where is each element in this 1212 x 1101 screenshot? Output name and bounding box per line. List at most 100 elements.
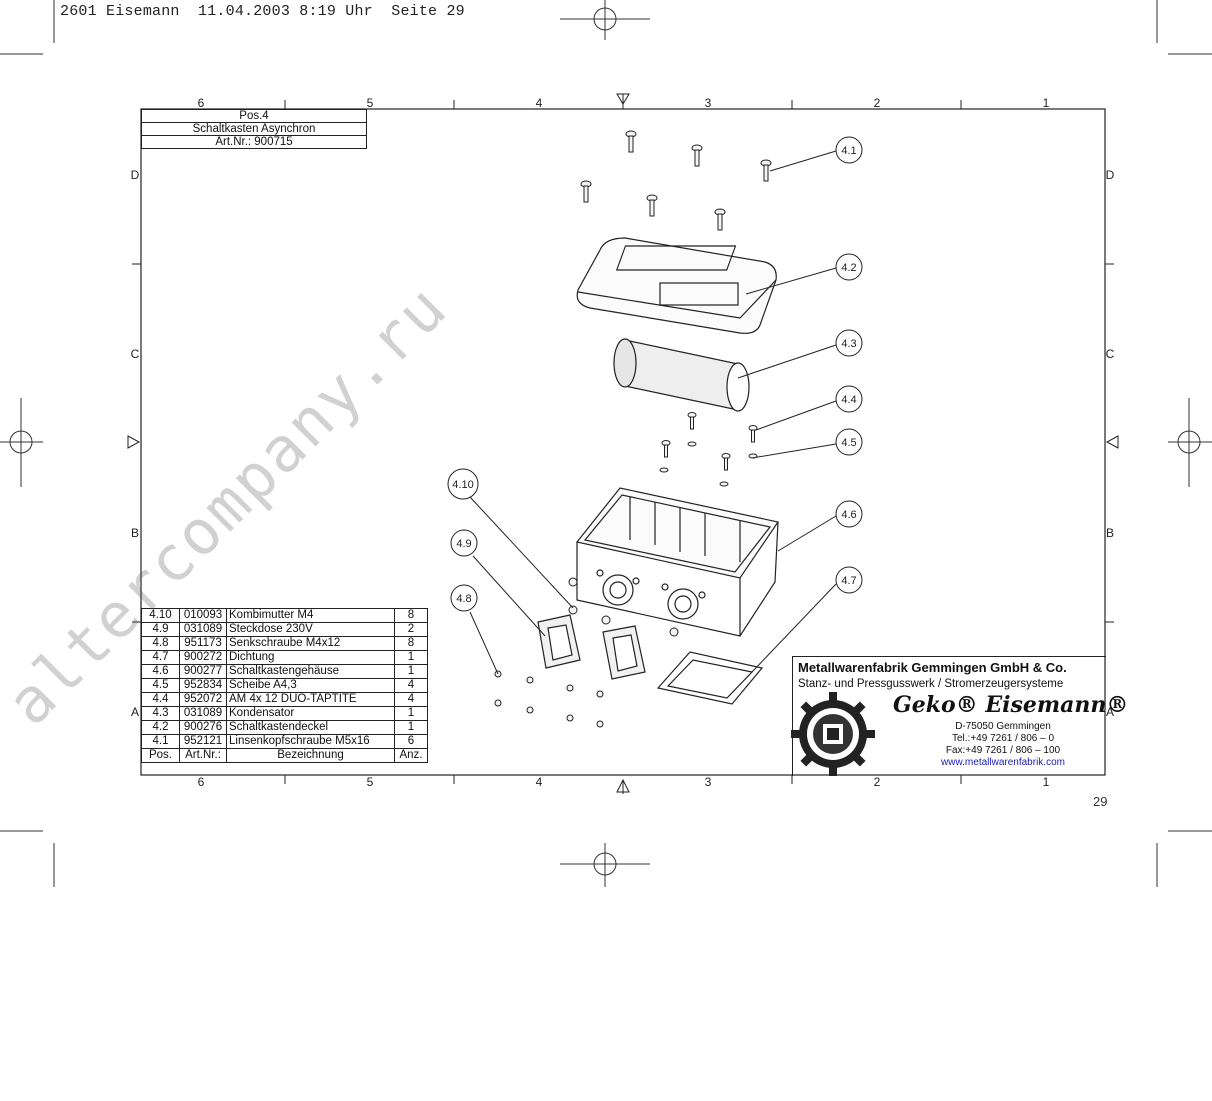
row-label-right: A [1106, 705, 1114, 719]
table-cell: 010093 [179, 608, 227, 623]
row-label-right: C [1106, 347, 1115, 361]
col-label-bottom: 6 [198, 775, 205, 789]
callout-4-5: 4.5 [841, 437, 856, 449]
table-cell: Schaltkastengehäuse [226, 664, 395, 679]
gear-logo-icon [791, 692, 875, 776]
table-cell: 4.3 [141, 706, 180, 721]
table-cell: 4.6 [141, 664, 180, 679]
website-link[interactable]: www.metallwarenfabrik.com [941, 757, 1065, 768]
table-cell: Scheibe A4,3 [226, 678, 395, 693]
manufacturer-name: Metallwarenfabrik Gemmingen GmbH & Co. [798, 660, 1067, 675]
row-label-left: A [131, 705, 139, 719]
table-cell: 4.4 [141, 692, 180, 707]
table-cell: 1 [394, 664, 428, 679]
table-cell: Pos. [141, 748, 180, 763]
manufacturer-subtitle: Stanz- und Pressgusswerk / Stromerzeuger… [798, 678, 1064, 690]
lid-4-2 [576, 237, 777, 334]
table-cell: 4 [394, 678, 428, 693]
callout-4-7: 4.7 [841, 575, 856, 587]
row-label-left: D [131, 168, 140, 182]
capacitor-4-3 [613, 338, 750, 412]
table-cell: 951173 [179, 636, 227, 651]
callout-circles [447, 136, 863, 612]
table-cell: AM 4x 12 DUO-TAPTITE [226, 692, 395, 707]
col-label-bottom: 1 [1043, 775, 1050, 789]
screws-4-8 [494, 577, 679, 728]
table-cell: 4 [394, 692, 428, 707]
col-label-bottom: 4 [536, 775, 543, 789]
table-cell: 4.1 [141, 734, 180, 749]
table-cell: 4.7 [141, 650, 180, 665]
col-label-top: 2 [874, 96, 881, 110]
table-cell: Senkschraube M4x12 [226, 636, 395, 651]
table-cell: Kondensator [226, 706, 395, 721]
col-label-top: 1 [1043, 96, 1050, 110]
title-article: Art.Nr.: 900715 [141, 135, 367, 149]
callout-4-3: 4.3 [841, 338, 856, 350]
address: D-75050 Gemmingen [955, 721, 1051, 732]
callout-4-9: 4.9 [456, 538, 471, 550]
screws-4-1 [580, 130, 772, 231]
row-label-left: C [131, 347, 140, 361]
callout-4-1: 4.1 [841, 145, 856, 157]
table-cell: 031089 [179, 622, 227, 637]
manufacturer-block: Metallwarenfabrik Gemmingen GmbH & Co. S… [792, 656, 1128, 776]
callout-labels: 4.1 4.2 4.3 4.4 4.5 4.6 4.7 4.8 4.9 4.10 [452, 145, 856, 605]
page-number: 29 [1093, 794, 1108, 809]
brand-logo: Geko® Eisemann® [893, 692, 1129, 718]
col-label-top: 3 [705, 96, 712, 110]
housing-4-6 [575, 487, 779, 637]
table-cell: 1 [394, 706, 428, 721]
table-cell: 4.8 [141, 636, 180, 651]
table-cell: Anz. [394, 748, 428, 763]
sockets-4-9 [537, 614, 646, 680]
table-cell: 2 [394, 622, 428, 637]
col-label-top: 5 [367, 96, 374, 110]
table-cell: Dichtung [226, 650, 395, 665]
callout-4-8: 4.8 [456, 593, 471, 605]
title-block: Pos.4 Schaltkasten Asynchron Art.Nr.: 90… [141, 109, 367, 149]
title-name: Schaltkasten Asynchron [141, 122, 367, 136]
table-cell: Kombimutter M4 [226, 608, 395, 623]
drawing-frame [127, 93, 1119, 794]
table-cell: 1 [394, 650, 428, 665]
frame-labels: 6 5 4 3 2 1 6 5 4 3 2 1 D C B A D C B A [131, 96, 1115, 789]
col-label-top: 6 [198, 96, 205, 110]
print-header: 2601 Eisemann 11.04.2003 8:19 Uhr Seite … [60, 3, 465, 20]
table-cell: 4.2 [141, 720, 180, 735]
table-cell: 1 [394, 720, 428, 735]
row-label-left: B [131, 526, 139, 540]
callout-4-10: 4.10 [452, 479, 473, 491]
row-label-right: B [1106, 526, 1114, 540]
crop-marks [0, 0, 1212, 887]
table-cell: Linsenkopfschraube M5x16 [226, 734, 395, 749]
table-cell: 031089 [179, 706, 227, 721]
table-cell: 952834 [179, 678, 227, 693]
leader-lines [469, 150, 837, 675]
table-cell: 8 [394, 636, 428, 651]
col-label-bottom: 2 [874, 775, 881, 789]
telephone: Tel.:+49 7261 / 806 – 0 [951, 733, 1055, 744]
table-cell: 900276 [179, 720, 227, 735]
table-cell: Art.Nr.: [179, 748, 227, 763]
callout-4-2: 4.2 [841, 262, 856, 274]
table-cell: 900277 [179, 664, 227, 679]
table-cell: 6 [394, 734, 428, 749]
row-label-right: D [1106, 168, 1115, 182]
table-cell: Schaltkastendeckel [226, 720, 395, 735]
fax: Fax:+49 7261 / 806 – 100 [945, 745, 1061, 756]
col-label-bottom: 3 [705, 775, 712, 789]
title-position: Pos.4 [141, 109, 367, 123]
